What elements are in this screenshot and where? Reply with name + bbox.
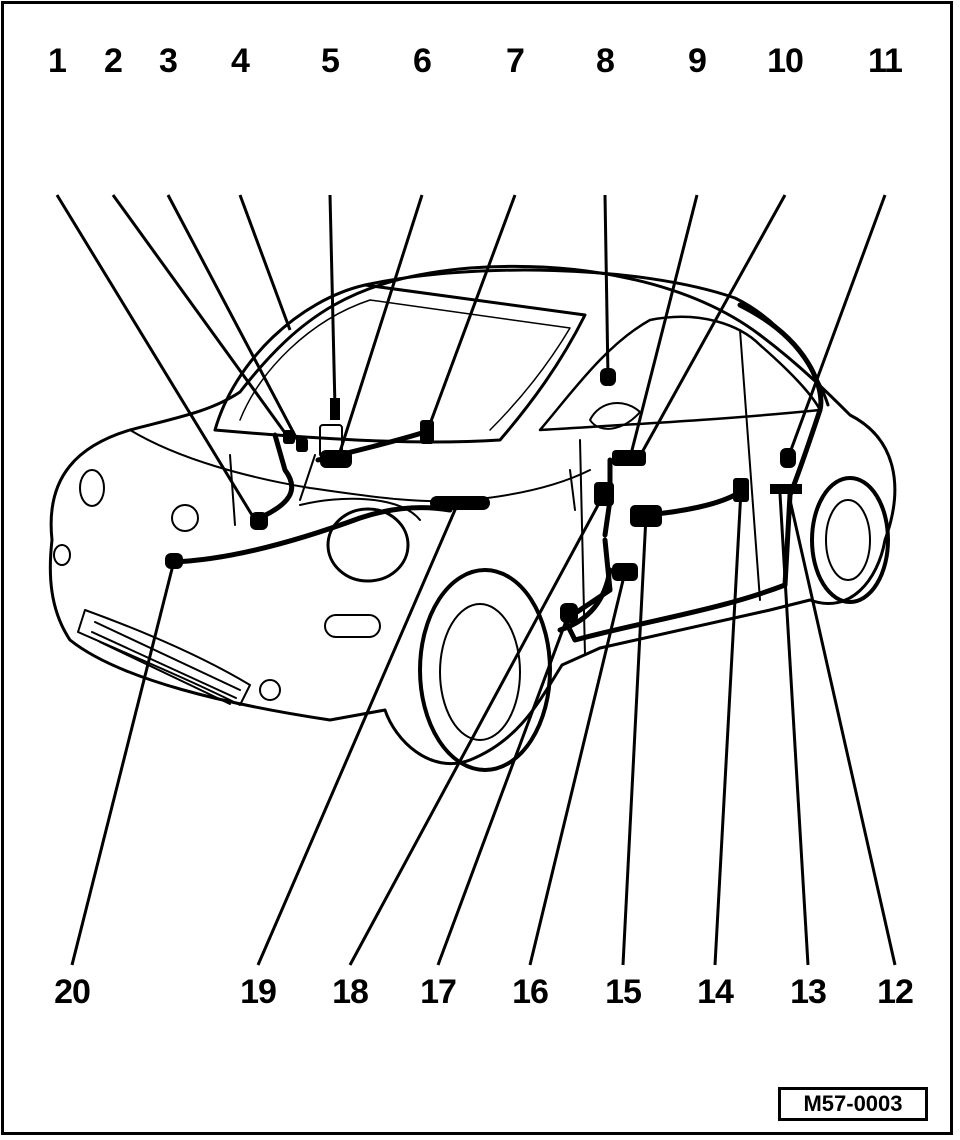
windshield-inner bbox=[239, 299, 571, 431]
bumper-grille bbox=[77, 609, 251, 706]
leader-18 bbox=[348, 493, 606, 966]
component-6 bbox=[320, 450, 352, 468]
callout-8: 8 bbox=[596, 42, 615, 80]
front-wheel-inner bbox=[439, 603, 521, 741]
callout-15: 15 bbox=[605, 973, 642, 1011]
front-lamp-left bbox=[79, 469, 105, 507]
callout-6: 6 bbox=[413, 42, 432, 80]
leader-1 bbox=[55, 194, 257, 521]
callout-2: 2 bbox=[104, 42, 123, 80]
callout-9: 9 bbox=[688, 42, 707, 80]
leader-3 bbox=[166, 194, 302, 446]
callout-14: 14 bbox=[697, 973, 734, 1011]
front-fender bbox=[299, 497, 421, 521]
callout-18: 18 bbox=[332, 973, 369, 1011]
rear-wheel bbox=[810, 476, 890, 604]
component-19 bbox=[430, 496, 490, 510]
windshield bbox=[213, 283, 587, 444]
leader-12 bbox=[788, 499, 897, 966]
side-window bbox=[538, 315, 822, 432]
hood-line bbox=[129, 429, 591, 503]
component-13 bbox=[770, 484, 802, 494]
callout-4: 4 bbox=[231, 42, 250, 80]
callout-11: 11 bbox=[868, 42, 903, 80]
front-wheel bbox=[418, 568, 552, 772]
turn-signal bbox=[324, 614, 381, 638]
leader-20 bbox=[70, 560, 176, 966]
component-5 bbox=[330, 398, 340, 420]
rear-wheel-inner bbox=[825, 499, 871, 581]
harness-branches bbox=[229, 454, 576, 526]
callout-1: 1 bbox=[48, 42, 67, 80]
small-lamp bbox=[171, 504, 199, 532]
roof-line bbox=[363, 268, 830, 407]
leader-15 bbox=[621, 515, 648, 966]
fog-lamp bbox=[259, 679, 281, 701]
leader-lines bbox=[55, 194, 897, 966]
leader-5 bbox=[328, 194, 337, 409]
callout-12: 12 bbox=[877, 973, 914, 1011]
leader-10 bbox=[638, 194, 787, 457]
callout-3: 3 bbox=[159, 42, 178, 80]
leader-7 bbox=[425, 194, 517, 433]
callout-13: 13 bbox=[790, 973, 827, 1011]
callout-20: 20 bbox=[54, 973, 91, 1011]
leader-4 bbox=[238, 194, 292, 331]
leader-2 bbox=[111, 194, 290, 438]
callout-16: 16 bbox=[512, 973, 549, 1011]
side-mirror bbox=[589, 401, 641, 430]
wiring-harness bbox=[169, 302, 824, 643]
leader-17 bbox=[436, 612, 571, 966]
leader-9 bbox=[628, 194, 699, 459]
car-body-outline bbox=[48, 264, 897, 766]
leader-11 bbox=[786, 194, 887, 459]
side-marker bbox=[53, 544, 71, 566]
figure-code: M57-0003 bbox=[778, 1087, 928, 1121]
leader-8 bbox=[603, 194, 610, 378]
leader-13 bbox=[778, 493, 810, 966]
components bbox=[165, 368, 802, 623]
leader-16 bbox=[528, 571, 627, 966]
callout-10: 10 bbox=[767, 42, 804, 80]
leader-19 bbox=[256, 502, 460, 966]
callout-19: 19 bbox=[240, 973, 277, 1011]
callout-7: 7 bbox=[506, 42, 525, 80]
callout-5: 5 bbox=[321, 42, 340, 80]
headlight bbox=[326, 507, 410, 583]
component-9 bbox=[612, 450, 646, 466]
leader-6 bbox=[336, 194, 424, 459]
callout-17: 17 bbox=[420, 973, 457, 1011]
leader-14 bbox=[713, 489, 743, 966]
